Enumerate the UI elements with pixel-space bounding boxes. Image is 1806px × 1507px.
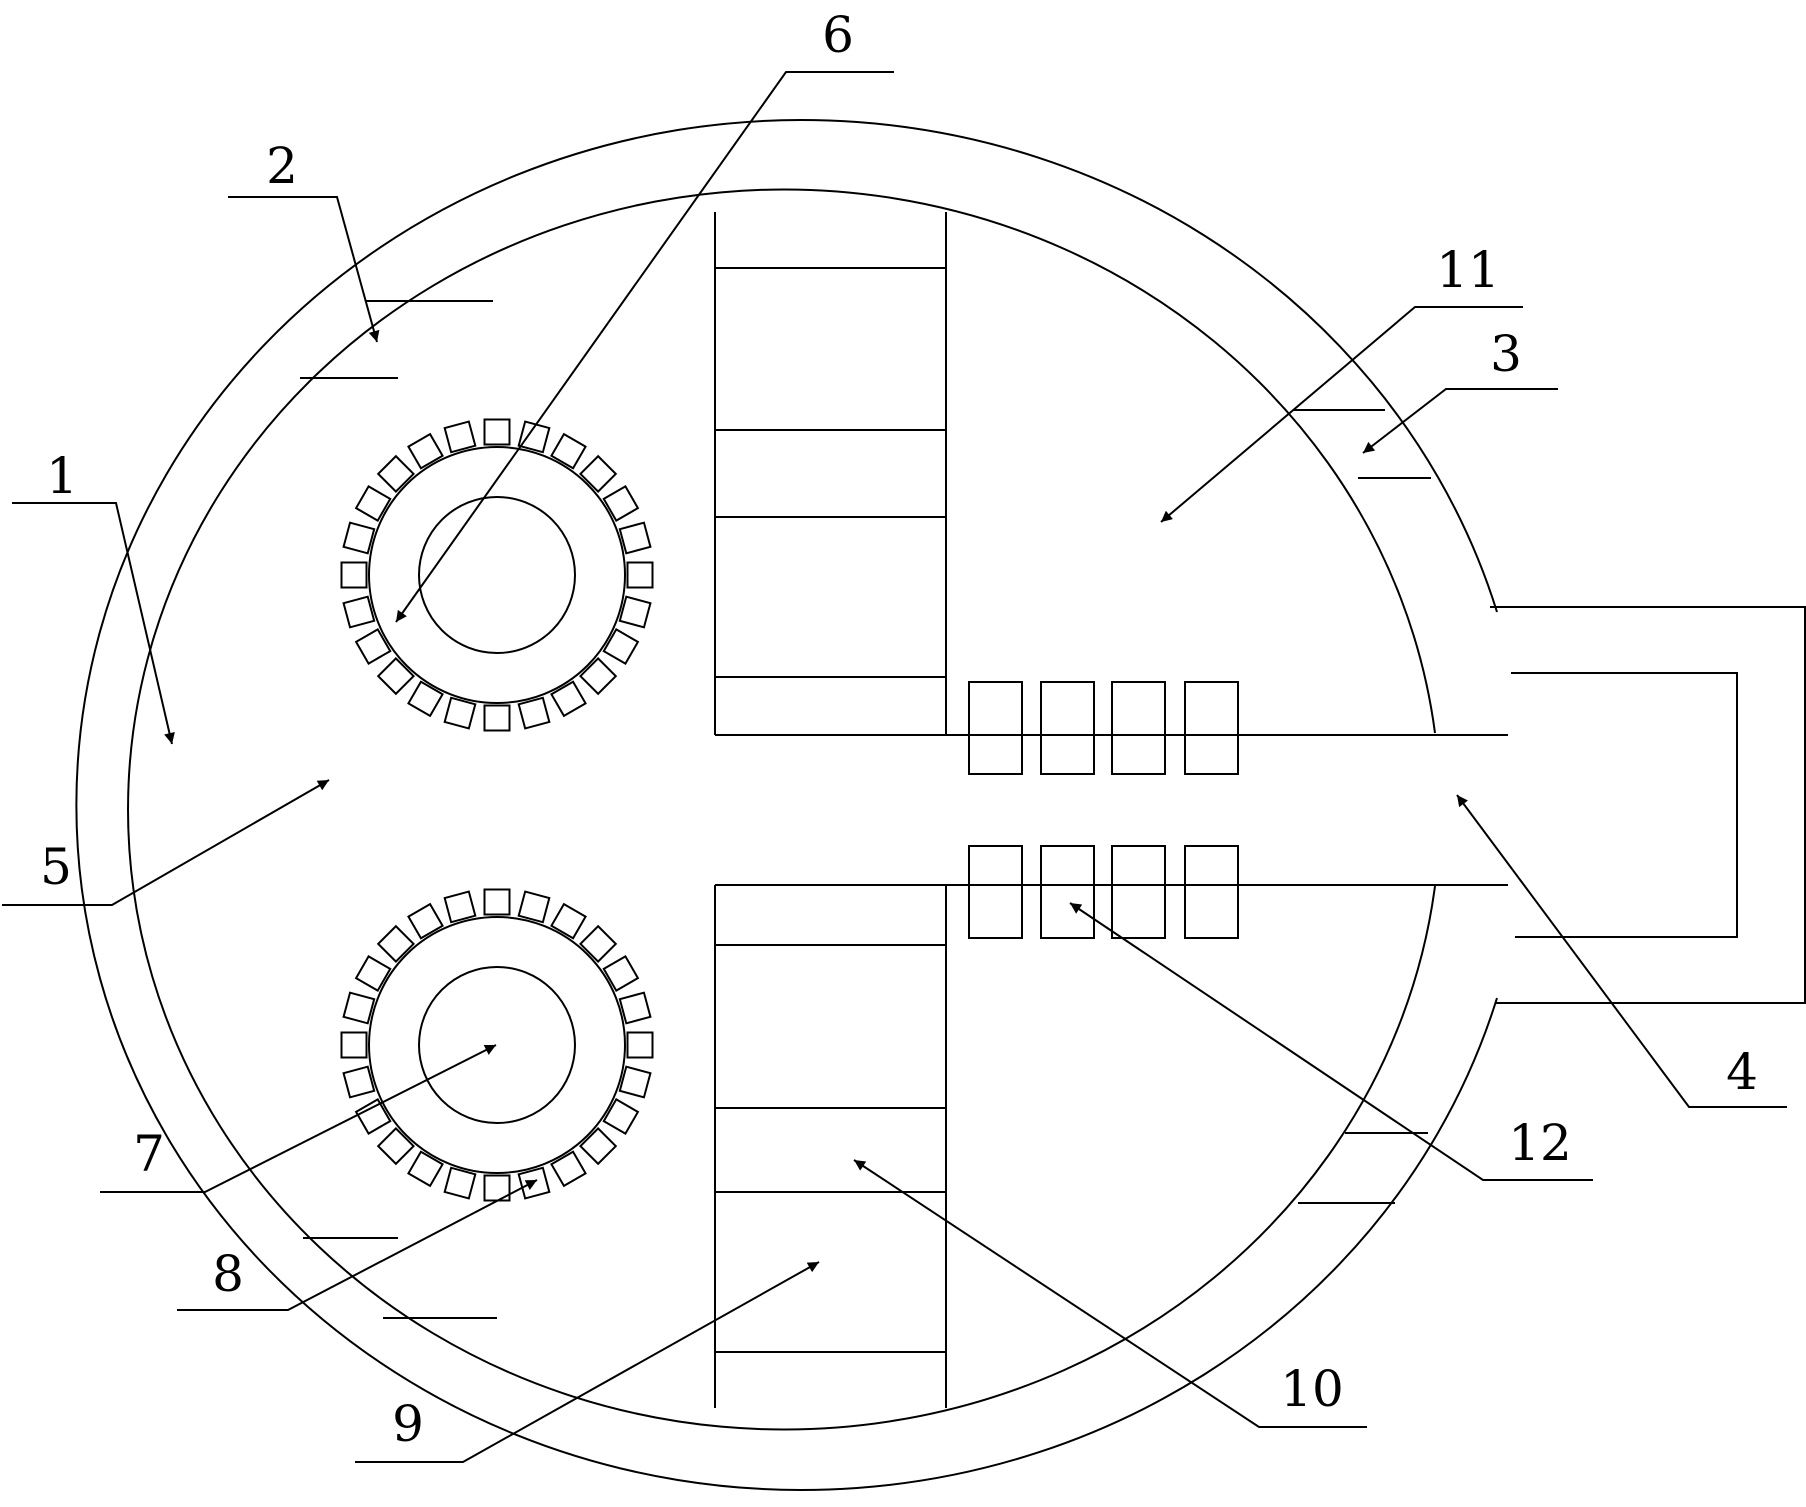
gear-tooth (354, 955, 392, 992)
gear-tooth (483, 704, 511, 732)
label-8: 8 (212, 1245, 244, 1303)
label-3: 3 (1490, 325, 1522, 383)
gear-tooth (579, 1127, 618, 1166)
gear-tooth (550, 432, 587, 470)
lower-blocks (968, 845, 1239, 939)
gear-tooth (407, 432, 444, 470)
leader-5 (2, 779, 330, 906)
lower-blade-stack (714, 885, 947, 1408)
gear-tooth (618, 991, 652, 1025)
upper-blocks (968, 681, 1239, 775)
outer-casing (75, 119, 1498, 1491)
gear-tooth (618, 595, 652, 629)
leader-1 (12, 502, 175, 745)
gear-tooth (483, 888, 511, 916)
gear-tooth (342, 595, 376, 629)
outlet-bracket-outer (1490, 606, 1806, 1004)
gear-tooth (517, 1166, 551, 1200)
label-1: 1 (46, 447, 78, 505)
label-2: 2 (266, 137, 298, 195)
gear-tooth (626, 561, 654, 589)
lower-gear-ring (368, 916, 626, 1174)
gear-tooth (517, 696, 551, 730)
leader-9 (355, 1261, 820, 1463)
gear-tooth (550, 680, 587, 718)
gear-tooth (602, 485, 640, 522)
label-9: 9 (392, 1395, 424, 1453)
label-12: 12 (1508, 1114, 1572, 1172)
inner-casing (127, 188, 1436, 1431)
label-4: 4 (1726, 1043, 1758, 1101)
gear-tooth (517, 890, 551, 924)
gear-tooth (354, 485, 392, 522)
label-11: 11 (1436, 241, 1500, 299)
leader-4 (1456, 794, 1787, 1108)
gear-tooth (550, 902, 587, 940)
gear-tooth (407, 680, 444, 718)
upper-gear-ring (368, 446, 626, 704)
leader-7 (100, 1044, 497, 1193)
label-6: 6 (822, 6, 854, 64)
gear-tooth (443, 696, 477, 730)
leader-8 (177, 1179, 538, 1311)
lower-gear (340, 888, 654, 1202)
upper-gear-hub (418, 496, 576, 654)
gear-tooth (602, 955, 640, 992)
gear-tooth (342, 1065, 376, 1099)
gear-tooth (579, 657, 618, 696)
gear-tooth (602, 1098, 640, 1135)
gear-tooth (340, 1031, 368, 1059)
gear-tooth (579, 454, 618, 493)
gear-tooth (407, 902, 444, 940)
gear-tooth (342, 991, 376, 1025)
gear-tooth (443, 890, 477, 924)
casing-hatch-lines (300, 300, 1431, 1319)
label-10: 10 (1280, 1360, 1344, 1418)
lower-gear-hub (418, 966, 576, 1124)
leader-3 (1362, 388, 1558, 454)
gear-tooth (579, 924, 618, 963)
outlet-bracket-inner (1511, 672, 1738, 938)
gear-tooth (376, 1127, 415, 1166)
gear-tooth (354, 1098, 392, 1135)
gear-tooth (342, 521, 376, 555)
gear-tooth (443, 420, 477, 454)
leader-10 (853, 1159, 1367, 1428)
label-5: 5 (40, 838, 72, 896)
leader-11 (1160, 306, 1523, 523)
leader-12 (1069, 902, 1593, 1181)
gear-tooth (443, 1166, 477, 1200)
gear-tooth (517, 420, 551, 454)
gear-tooth (376, 924, 415, 963)
leader-2 (228, 196, 380, 343)
gear-tooth (407, 1150, 444, 1188)
gear-tooth (354, 628, 392, 665)
label-7: 7 (133, 1125, 165, 1183)
gear-tooth (618, 1065, 652, 1099)
callout-labels: 1 2 3 4 5 6 7 8 9 10 11 12 (40, 6, 1758, 1453)
leader-lines (2, 71, 1787, 1463)
gear-tooth (550, 1150, 587, 1188)
gear-tooth (340, 561, 368, 589)
upper-gear (340, 418, 654, 732)
upper-blade-stack (714, 212, 947, 735)
leader-6 (395, 71, 894, 623)
gear-tooth (602, 628, 640, 665)
gear-tooth (376, 657, 415, 696)
gear-tooth (626, 1031, 654, 1059)
gear-tooth (618, 521, 652, 555)
gear-tooth (376, 454, 415, 493)
gear-tooth (483, 418, 511, 446)
